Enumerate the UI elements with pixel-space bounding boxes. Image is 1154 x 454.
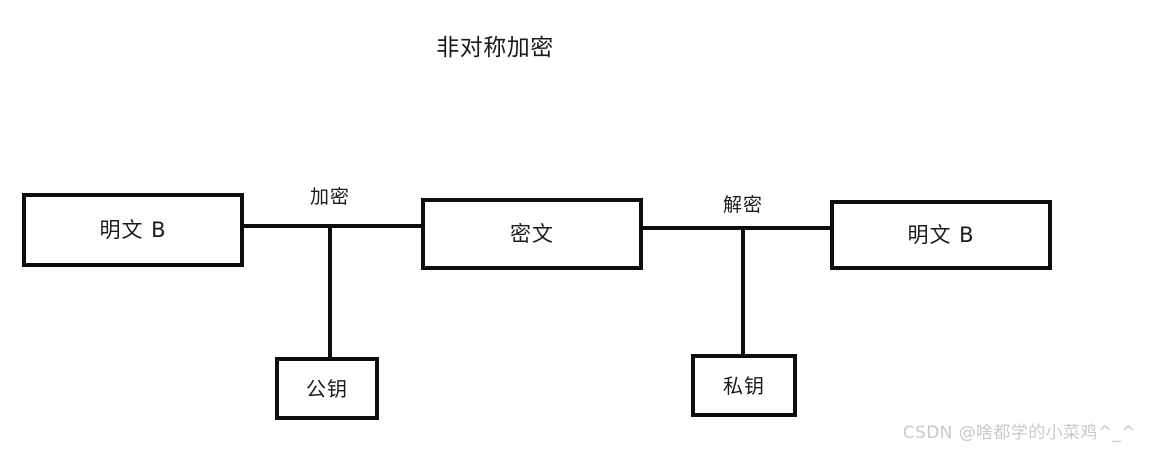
edge-label-encrypt: 加密 (309, 186, 350, 208)
edge-label-decrypt: 解密 (722, 194, 763, 216)
connector-encrypt-vertical (328, 226, 332, 358)
node-label-ciphertext: 密文 (510, 222, 554, 246)
connector-encrypt-horizontal (243, 224, 423, 228)
node-label-public-key: 公钥 (306, 376, 348, 401)
connector-decrypt-vertical (741, 228, 745, 355)
node-label-plaintext-source: 明文 B (99, 218, 167, 242)
watermark-text: CSDN @啥都学的小菜鸡^_^ (902, 423, 1136, 443)
node-ciphertext: 密文 (421, 198, 643, 270)
diagram-title: 非对称加密 (436, 35, 554, 61)
node-public-key: 公钥 (275, 357, 379, 420)
node-label-plaintext-result: 明文 B (907, 223, 975, 247)
node-label-private-key: 私钥 (723, 373, 765, 398)
connector-decrypt-horizontal (643, 226, 832, 230)
node-plaintext-source: 明文 B (22, 193, 244, 267)
node-private-key: 私钥 (691, 354, 797, 417)
node-plaintext-result: 明文 B (830, 200, 1052, 270)
